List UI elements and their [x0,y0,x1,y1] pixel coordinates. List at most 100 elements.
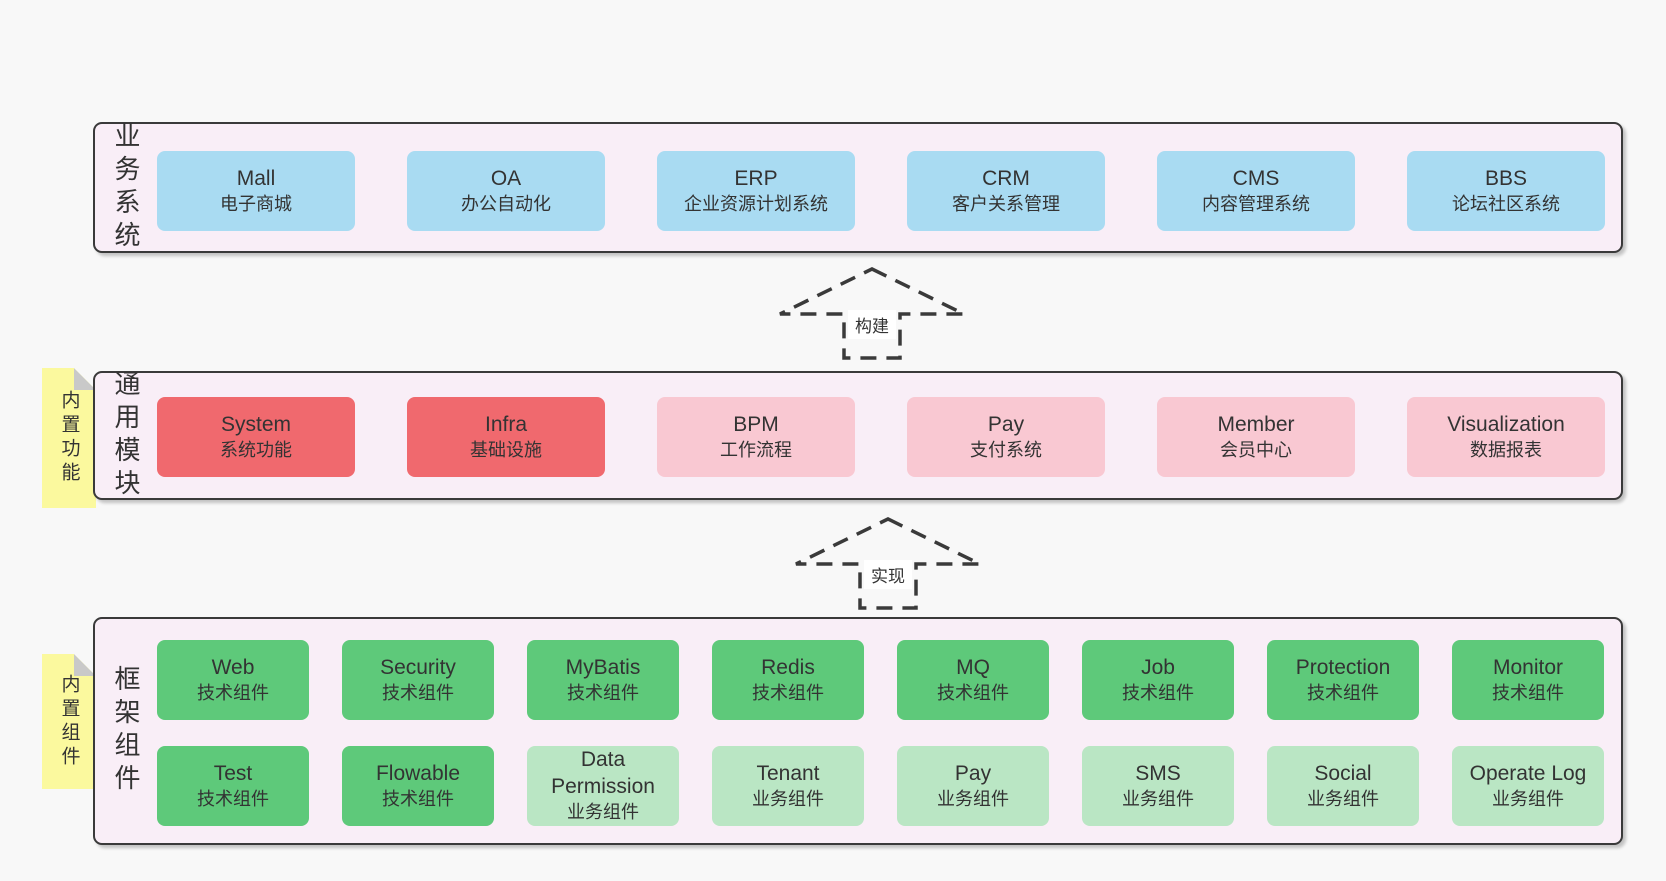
business-systems-layer: 业务系统 Mall 电子商城 OA 办公自动化 ERP 企业资源计划系统 CRM… [93,121,1623,254]
sticky-note-built-in-functions: 内置功能 [42,368,96,508]
box-title: MQ [956,655,990,679]
sticky-note-built-in-components: 内置组件 [42,654,96,789]
layer-label-business: 业务系统 [111,121,141,254]
box-title: BBS [1484,166,1528,190]
box-crm: CRM 客户关系管理 [907,151,1105,231]
box-subtitle: 业务组件 [1307,788,1379,809]
box-title: Visualization [1447,412,1565,436]
box-title: CRM [982,166,1030,190]
box-subtitle: 技术组件 [1122,682,1194,703]
box-flowable: Flowable 技术组件 [342,746,494,826]
box-pay-component: Pay 业务组件 [897,746,1049,826]
box-subtitle: 技术组件 [1492,682,1564,703]
box-social: Social 业务组件 [1267,746,1419,826]
box-subtitle: 业务组件 [752,788,824,809]
box-subtitle: 技术组件 [382,788,454,809]
box-bbs: BBS 论坛社区系统 [1407,151,1605,231]
common-modules-layer: 通用模块 System 系统功能 Infra 基础设施 BPM 工作流程 Pay… [93,369,1623,502]
box-subtitle: 业务组件 [567,802,639,822]
box-pay: Pay 支付系统 [907,397,1105,477]
modules-box-row: System 系统功能 Infra 基础设施 BPM 工作流程 Pay 支付系统… [157,397,1605,477]
box-redis: Redis 技术组件 [712,640,864,720]
box-oa: OA 办公自动化 [407,151,605,231]
box-security: Security 技术组件 [342,640,494,720]
box-title: MyBatis [565,655,641,679]
box-subtitle: 基础设施 [470,439,542,460]
box-subtitle: 技术组件 [197,788,269,809]
box-subtitle: 技术组件 [937,682,1009,703]
box-cms: CMS 内容管理系统 [1157,151,1355,231]
box-title: Protection [1295,655,1391,679]
box-subtitle: 技术组件 [382,682,454,703]
box-infra: Infra 基础设施 [407,397,605,477]
implement-arrow: 实现 [793,516,983,611]
box-bpm: BPM 工作流程 [657,397,855,477]
sticky-note-label: 内置组件 [58,673,80,770]
box-web: Web 技术组件 [157,640,309,720]
box-subtitle: 电子商城 [220,193,292,214]
box-title: CMS [1232,166,1280,190]
box-subtitle: 企业资源计划系统 [684,193,828,214]
box-mall: Mall 电子商城 [157,151,355,231]
box-operate-log: Operate Log 业务组件 [1452,746,1604,826]
box-title: Infra [484,412,528,436]
box-visualization: Visualization 数据报表 [1407,397,1605,477]
box-member: Member 会员中心 [1157,397,1355,477]
arrow-label-implement: 实现 [864,560,912,589]
box-title: BPM [733,412,779,436]
components-box-row-2: Test 技术组件 Flowable 技术组件 Data Permission … [157,746,1604,826]
box-subtitle: 业务组件 [1492,788,1564,809]
box-subtitle: 论坛社区系统 [1452,193,1560,214]
box-title: ERP [734,166,778,190]
box-subtitle: 工作流程 [720,439,792,460]
box-subtitle: 办公自动化 [461,193,551,214]
layer-label-modules: 通用模块 [111,369,141,502]
box-erp: ERP 企业资源计划系统 [657,151,855,231]
box-title: Tenant [756,761,820,785]
box-job: Job 技术组件 [1082,640,1234,720]
box-subtitle: 数据报表 [1470,439,1542,460]
layer-label-components: 框架组件 [111,665,141,797]
box-subtitle: 支付系统 [970,439,1042,460]
box-subtitle: 业务组件 [937,788,1009,809]
box-data-permission: Data Permission 业务组件 [527,746,679,826]
box-subtitle: 会员中心 [1220,439,1292,460]
box-subtitle: 系统功能 [220,439,292,460]
box-subtitle: 技术组件 [1307,682,1379,703]
box-monitor: Monitor 技术组件 [1452,640,1604,720]
box-test: Test 技术组件 [157,746,309,826]
box-sms: SMS 业务组件 [1082,746,1234,826]
box-subtitle: 客户关系管理 [952,193,1060,214]
box-mybatis: MyBatis 技术组件 [527,640,679,720]
box-subtitle: 内容管理系统 [1202,193,1310,214]
box-title: Data Permission [551,748,655,799]
box-title: Web [211,655,255,679]
box-title: Mall [236,166,276,190]
business-box-row: Mall 电子商城 OA 办公自动化 ERP 企业资源计划系统 CRM 客户关系… [157,151,1605,231]
box-title: Pay [987,412,1025,436]
box-title: Flowable [375,761,461,785]
box-title: SMS [1135,761,1181,785]
box-subtitle: 技术组件 [197,682,269,703]
box-title: Security [380,655,456,679]
sticky-note-label: 内置功能 [58,390,80,486]
arrow-label-build: 构建 [848,310,896,339]
box-title: Redis [761,655,815,679]
up-arrow-icon [795,517,981,610]
box-mq: MQ 技术组件 [897,640,1049,720]
box-title: Monitor [1492,655,1564,679]
box-title: OA [490,166,522,190]
box-title: Test [213,761,253,785]
box-tenant: Tenant 业务组件 [712,746,864,826]
box-protection: Protection 技术组件 [1267,640,1419,720]
box-title: System [220,412,291,436]
box-title: Operate Log [1469,761,1587,785]
build-arrow: 构建 [777,266,967,361]
box-subtitle: 业务组件 [1122,788,1194,809]
framework-components-layer: 框架组件 Web 技术组件 Security 技术组件 MyBatis 技术组件… [93,617,1623,845]
box-title: Job [1141,655,1175,679]
box-system: System 系统功能 [157,397,355,477]
box-subtitle: 技术组件 [752,682,824,703]
box-title: Pay [954,761,992,785]
